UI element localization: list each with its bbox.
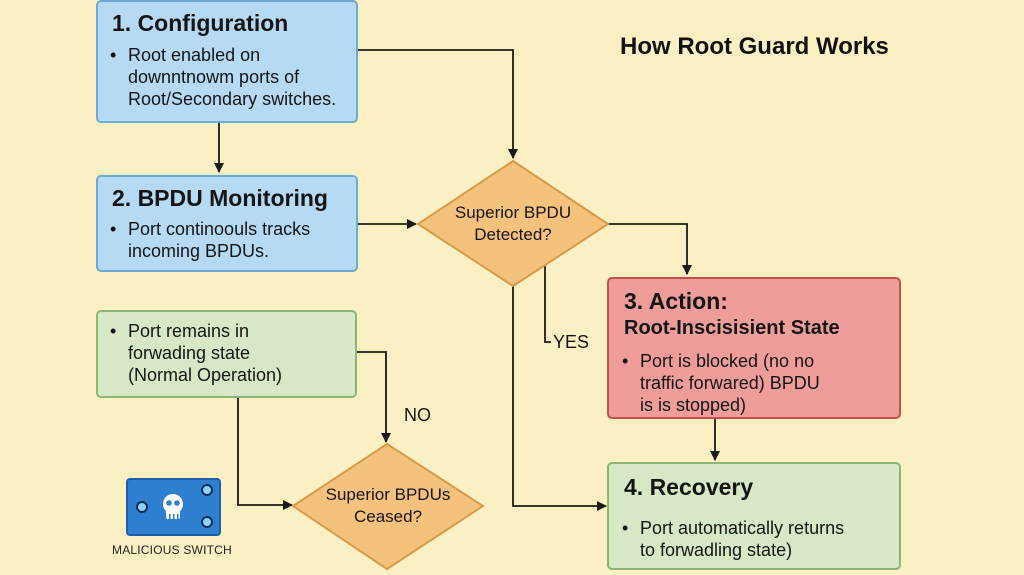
edge-detected-to-action [608,223,692,275]
node-configuration-title: 1. Configuration [112,10,289,36]
decision-ceased-diamond [291,442,485,571]
edge-config-to-detected [358,49,518,159]
node-action-bullet: • Port is blocked (no no traffic forware… [622,351,820,415]
malicious-switch-label: MALICIOUS SWITCH [112,543,232,557]
node-recovery-title: 4. Recovery [624,474,754,500]
edge-label-yes: YES [551,332,592,353]
node-monitoring-bullet: • Port continoouls tracks incoming BPDUs… [110,219,311,261]
node-monitoring-title: 2. BPDU Monitoring [112,185,328,211]
edge-forwarding-to-ceased [237,398,293,510]
node-configuration-bullet: • Root enabled on downntnowm ports of Ro… [110,45,337,109]
decision-detected-diamond [416,159,610,288]
node-bpdu-monitoring: 2. BPDU Monitoring • Port continoouls tr… [96,175,358,272]
node-action-title: 3. Action: [624,288,728,314]
node-action-subtitle: Root-Inscisisient State [624,317,840,339]
edge-forwarding-no-to-ceased [357,351,391,443]
node-recovery-bullet: • Port automatically returns to forwadli… [622,518,845,560]
node-configuration: 1. Configuration • Root enabled on downn… [96,0,358,123]
edge-detected-yes-to-action [544,266,589,347]
decision-ceased-label: Superior BPDUs Ceased? [325,485,451,526]
edge-detected-to-recovery [512,286,607,511]
decision-detected-label: Superior BPDU Detected? [454,203,572,244]
skull-icon [163,494,183,519]
page-title: How Root Guard Works [620,33,889,60]
node-forwarding-bullet: • Port remains in forwading state (Norma… [110,321,283,385]
edge-label-no: NO [404,405,431,425]
node-recovery: 4. Recovery • Port automatically returns… [607,462,901,570]
node-action: 3. Action: Root-Inscisisient State • Por… [607,277,901,419]
switch-port-icons [136,484,213,528]
node-forwarding-state: • Port remains in forwading state (Norma… [96,310,357,398]
